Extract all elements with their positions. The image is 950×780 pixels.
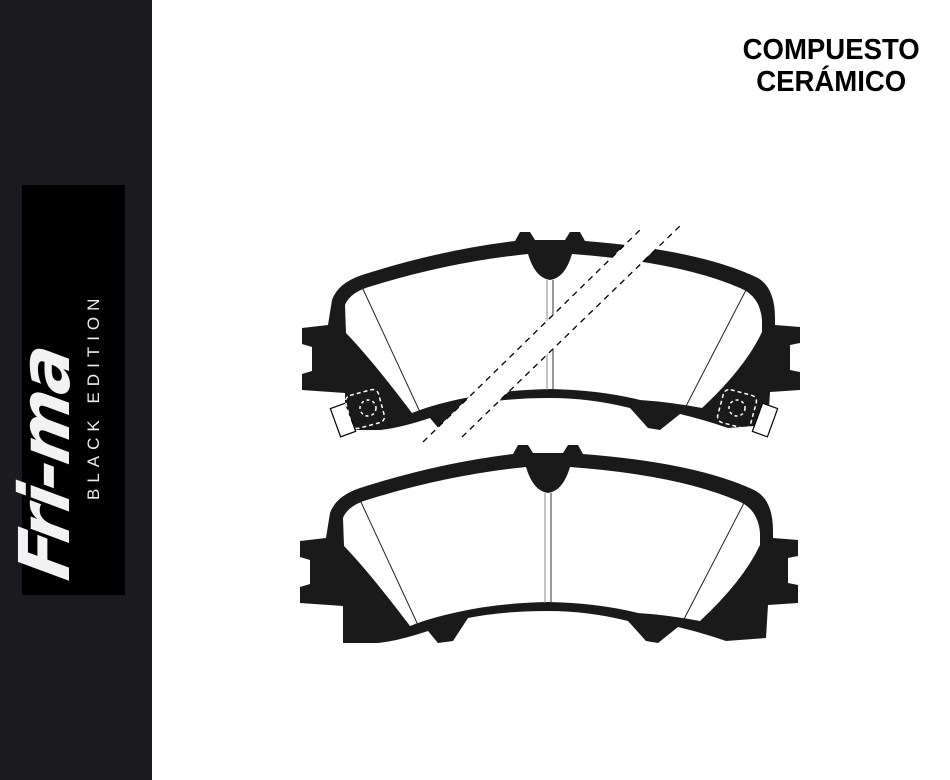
- section-cut: [423, 225, 680, 442]
- title-line-2: CERÁMICO: [755, 66, 906, 98]
- brake-pad-bottom: [299, 444, 799, 644]
- cut-line-1: [422, 226, 644, 443]
- sidebar: Fri-ma BLACK EDITION: [0, 0, 152, 780]
- product-title: COMPUESTO CERÁMICO: [742, 34, 919, 98]
- brake-pad-top: [301, 223, 801, 443]
- wear-clip-right: [716, 388, 779, 438]
- title-line-1: COMPUESTO: [742, 34, 920, 66]
- wear-clip-left: [329, 388, 386, 438]
- cut-line-2: [461, 223, 683, 438]
- brand-logo: Fri-ma BLACK EDITION: [4, 185, 125, 595]
